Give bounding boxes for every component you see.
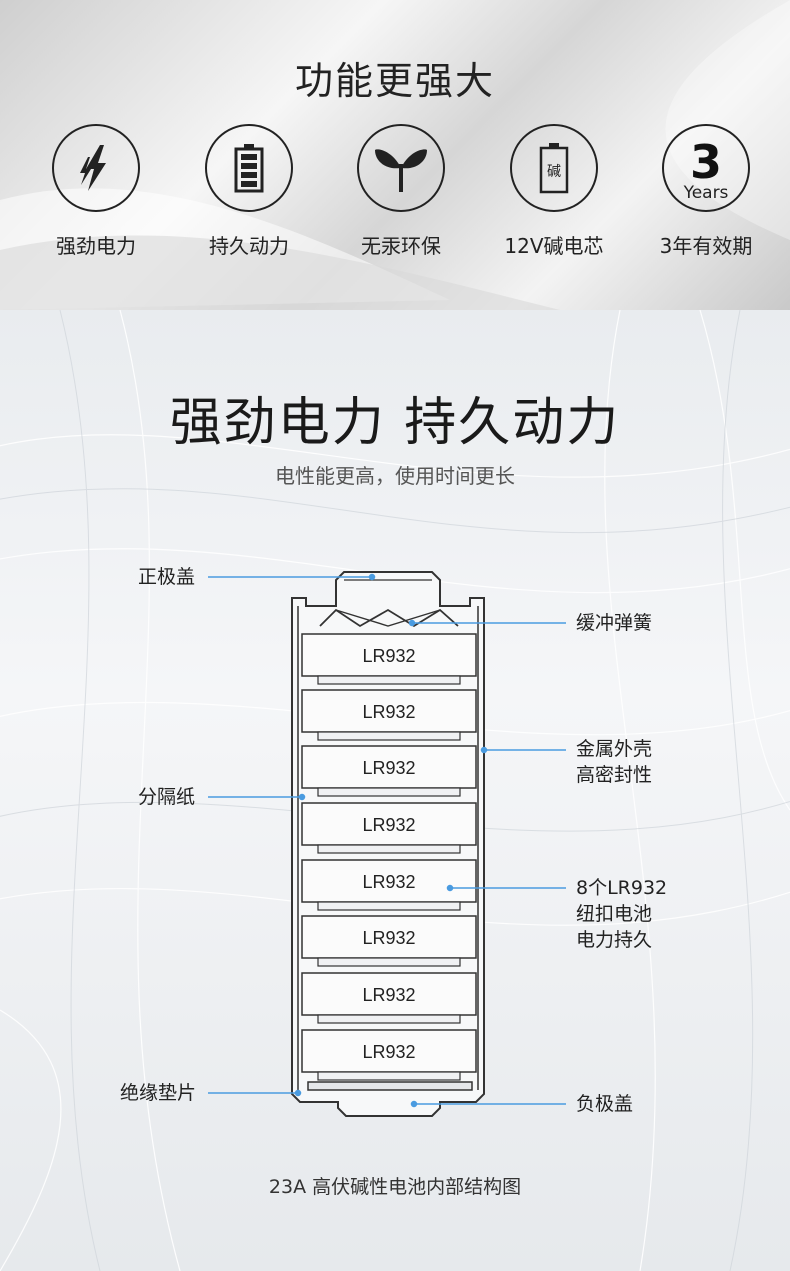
callout-cells-line1: 8个LR932 bbox=[576, 877, 668, 899]
callout-cells: 8个LR932 纽扣电池 电力持久 bbox=[576, 875, 667, 953]
feature-mercury-free: 无汞环保 bbox=[336, 124, 466, 259]
feature-label: 无汞环保 bbox=[361, 234, 441, 258]
features-panel: 功能更强大 强劲电力 持久动力 bbox=[0, 0, 790, 310]
callout-metal-shell-line2: 高密封性 bbox=[576, 764, 653, 786]
feature-3-year-shelf-life: 3 Years 3年有效期 bbox=[641, 124, 771, 259]
feature-lasting-power: 持久动力 bbox=[184, 124, 314, 259]
feature-strong-power: 强劲电力 bbox=[31, 124, 161, 259]
cell-label: LR932 bbox=[362, 872, 416, 892]
background-swoosh bbox=[0, 0, 790, 310]
callout-separator-paper: 分隔纸 bbox=[138, 786, 196, 808]
cell-stack bbox=[301, 633, 477, 1081]
diagram-caption: 23A 高伏碱性电池内部结构图 bbox=[268, 1176, 522, 1198]
button-cell bbox=[301, 633, 477, 685]
structure-subtitle: 电性能更高，使用时间更长 bbox=[275, 464, 515, 488]
button-cell bbox=[301, 915, 477, 967]
features-title: 功能更强大 bbox=[294, 59, 495, 103]
callout-positive-cap: 正极盖 bbox=[138, 566, 196, 588]
callout-cells-line3: 电力持久 bbox=[576, 929, 653, 951]
cell-label: LR932 bbox=[362, 1042, 416, 1062]
callout-metal-shell-line1: 金属外壳 bbox=[576, 738, 653, 760]
button-cell bbox=[301, 802, 477, 854]
feature-label: 12V碱电芯 bbox=[504, 234, 604, 258]
feature-label: 持久动力 bbox=[209, 234, 289, 258]
feature-12v-alkaline: 碱 12V碱电芯 bbox=[489, 124, 619, 259]
alkaline-cell-icon-text: 碱 bbox=[547, 164, 561, 180]
callout-cells-line2: 纽扣电池 bbox=[576, 903, 653, 925]
callout-negative-cap: 负极盖 bbox=[576, 1093, 634, 1115]
button-cell bbox=[301, 1029, 477, 1081]
cell-label: LR932 bbox=[362, 758, 416, 778]
feature-label: 强劲电力 bbox=[56, 234, 136, 258]
structure-title: 强劲电力 持久动力 bbox=[169, 393, 621, 453]
three-years-icon: 3 Years bbox=[662, 124, 750, 212]
callout-insulation-pad: 绝缘垫片 bbox=[120, 1082, 197, 1104]
years-number: 3 bbox=[689, 135, 722, 189]
button-cell bbox=[301, 689, 477, 741]
callout-metal-shell: 金属外壳 高密封性 bbox=[576, 736, 652, 788]
buffer-spring-inner bbox=[335, 609, 441, 627]
button-cell bbox=[301, 745, 477, 797]
button-cell bbox=[301, 972, 477, 1024]
cell-label: LR932 bbox=[362, 646, 416, 666]
battery-full-icon bbox=[205, 124, 293, 212]
battery-cross-section bbox=[208, 571, 566, 1117]
insulation-pad bbox=[307, 1081, 473, 1091]
button-cell bbox=[301, 859, 477, 911]
alkaline-cell-icon: 碱 bbox=[510, 124, 598, 212]
cell-label: LR932 bbox=[362, 815, 416, 835]
separator-paper-lines bbox=[297, 606, 479, 1090]
years-text: Years bbox=[683, 183, 729, 203]
callout-buffer-spring: 缓冲弹簧 bbox=[576, 612, 653, 634]
feature-label: 3年有效期 bbox=[659, 234, 753, 258]
lightning-icon bbox=[52, 124, 140, 212]
cell-label: LR932 bbox=[362, 985, 416, 1005]
structure-panel: 强劲电力 持久动力 电性能更高，使用时间更长 bbox=[0, 310, 790, 1271]
cell-label: LR932 bbox=[362, 928, 416, 948]
callout-lines bbox=[208, 573, 566, 1108]
cell-label: LR932 bbox=[362, 702, 416, 722]
sprout-icon bbox=[357, 124, 445, 212]
background-lines bbox=[0, 310, 790, 1271]
